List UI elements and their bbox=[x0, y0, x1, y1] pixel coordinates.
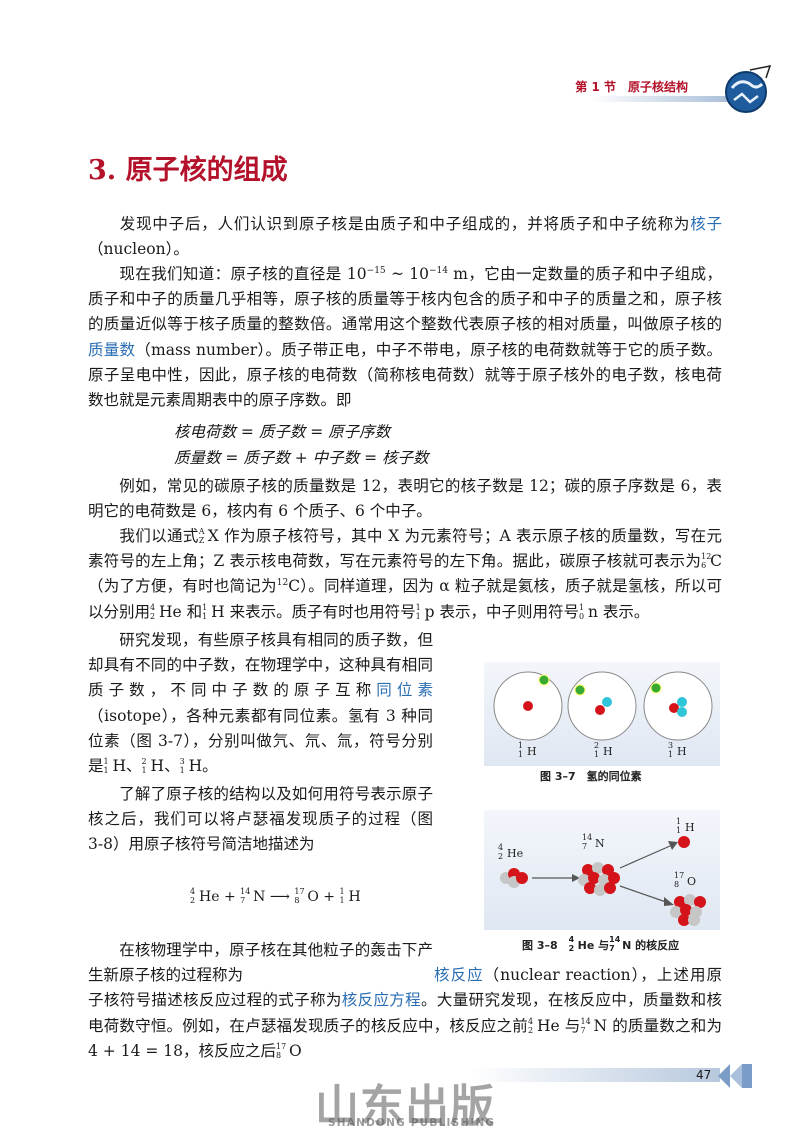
figure-caption-3-7: 图 3–7 氢的同位素 bbox=[540, 770, 642, 783]
term-nucleon: 核子 bbox=[690, 215, 722, 233]
publisher-watermark-en: SHANDONG PUBLISHING bbox=[328, 1117, 496, 1129]
header-section-title: 第 1 节 原子核结构 bbox=[575, 80, 688, 94]
term-mass-number: 质量数 bbox=[88, 340, 136, 359]
proton bbox=[678, 836, 690, 848]
paragraph-mass-number: 现在我们知道：原子核的直径是 10−15 ~ 10−14 m，它由一定数量的质子… bbox=[88, 265, 722, 410]
isotope-deuterium bbox=[567, 671, 637, 741]
section-title: 3. 原子核的组成 bbox=[88, 155, 288, 186]
term-isotope: 同位素 bbox=[376, 681, 433, 700]
paragraph-nucleon: 发现中子后，人们认识到原子核是由质子和中子组成的，并将质子和中子统称为核子（nu… bbox=[88, 215, 722, 259]
formula-mass: 质量数 = 质子数 + 中子数 = 核子数 bbox=[174, 449, 429, 467]
figure-nuclear-reaction bbox=[484, 810, 720, 930]
nitrogen-nucleus bbox=[578, 862, 620, 896]
paragraph-nuclear-reaction: 在核物理学中，原子核在其他粒子的轰击下产生新原子核的过程称为核反应（nuclea… bbox=[88, 941, 722, 1060]
isotope-tritium bbox=[643, 671, 713, 741]
page-arrow-icon bbox=[718, 1064, 752, 1088]
figure-hydrogen-isotopes bbox=[484, 662, 720, 766]
header-bar bbox=[590, 96, 730, 102]
page-number: 47 bbox=[696, 1068, 712, 1082]
arrow-proton bbox=[619, 841, 678, 869]
paragraph-rutherford: 了解了原子核的结构以及如何用符号表示原子核之后，我们可以将卢瑟福发现质子的过程（… bbox=[88, 785, 433, 854]
isotope-protium bbox=[493, 671, 563, 741]
arrow-alpha bbox=[532, 874, 580, 882]
formula-charge: 核电荷数 = 质子数 = 原子序数 bbox=[174, 423, 391, 441]
publisher-watermark: 山东出版 bbox=[315, 1081, 495, 1132]
term-reaction-equation: 核反应方程 bbox=[341, 991, 422, 1010]
oxygen-nucleus bbox=[670, 894, 706, 926]
footer-bar bbox=[470, 1068, 720, 1082]
term-nuclear-reaction: 核反应 bbox=[433, 966, 484, 985]
arrow-icon: ⟶ bbox=[269, 889, 290, 905]
paragraph-isotope: 研究发现，有些原子核具有相同的质子数，但却具有不同的中子数，在物理学中，这种具有… bbox=[88, 631, 433, 776]
helium-nucleus bbox=[500, 868, 528, 888]
paragraph-carbon-example: 例如，常见的碳原子核的质量数是 12，表明它的核子数是 12；碳的原子序数是 6… bbox=[88, 477, 722, 521]
globe-icon bbox=[725, 65, 772, 113]
arrow-oxygen bbox=[619, 885, 674, 906]
